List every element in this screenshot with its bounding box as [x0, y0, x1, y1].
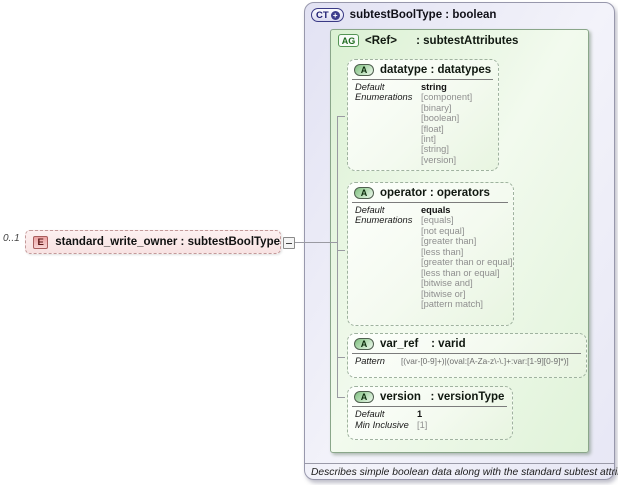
fact-label — [355, 247, 421, 257]
attribute-group-panel[interactable]: AG <Ref> : subtestAttributes A datatype … — [330, 29, 589, 453]
complex-type-icon-label: CT — [316, 9, 329, 21]
attribute-var-ref-header[interactable]: A var_ref : varid — [348, 334, 586, 350]
fact-value: [1] — [417, 420, 428, 430]
fact-label — [355, 236, 421, 246]
fact-value: [version] — [421, 154, 457, 165]
attribute-title: operator : operators — [380, 187, 490, 199]
collapse-toggle[interactable] — [283, 237, 295, 249]
attribute-facts: Default string Enumerations [component] … — [348, 80, 498, 165]
element-label: standard_write_owner : subtestBoolType — [55, 236, 280, 248]
fact-label: Default — [355, 205, 385, 215]
fact-value: [bitwise and] — [421, 278, 473, 289]
attribute-title: datatype : datatypes — [380, 64, 492, 76]
element-standard-write-owner[interactable]: E standard_write_owner : subtestBoolType — [25, 230, 281, 254]
attribute-group-icon: AG — [338, 34, 359, 47]
fact-label — [355, 134, 421, 144]
attribute-facts: Default equals Enumerations [equals] [no… — [348, 203, 513, 310]
attribute-icon: A — [354, 391, 374, 403]
fact-value: [less than or equal] — [421, 267, 500, 278]
fact-label — [355, 226, 421, 236]
plus-icon: + — [330, 10, 340, 20]
fact-value: [not equal] — [421, 225, 465, 236]
connector-stub-datatype — [337, 116, 345, 117]
fact-value: [greater than] — [421, 236, 477, 247]
connector-trunk — [337, 116, 338, 398]
fact-value: [equals] — [421, 215, 454, 226]
attribute-title: var_ref : varid — [380, 338, 466, 350]
fact-label: Enumerations — [355, 215, 413, 226]
fact-label — [355, 124, 421, 134]
fact-value: [(var-[0-9]+)|(oval:[A-Za-z\-\.]+:var:[1… — [401, 356, 569, 366]
fact-label — [355, 268, 421, 278]
fact-label: Min Inclusive — [355, 420, 409, 430]
fact-value: [binary] — [421, 102, 452, 113]
fact-label — [355, 155, 421, 165]
attribute-icon: A — [354, 187, 374, 199]
fact-label: Default — [355, 409, 385, 419]
attribute-group-header[interactable]: AG <Ref> : subtestAttributes — [338, 34, 518, 47]
fact-value: [string] — [421, 144, 449, 155]
cardinality-label: 0..1 — [3, 233, 20, 244]
complex-type-panel[interactable]: CT+ subtestBoolType : boolean AG <Ref> :… — [304, 2, 618, 480]
complex-type-icon: CT+ — [311, 8, 344, 22]
fact-label — [355, 289, 421, 299]
divider — [352, 79, 493, 80]
minus-icon — [286, 242, 292, 244]
attribute-datatype[interactable]: A datatype : datatypes Default string En… — [347, 59, 499, 171]
fact-label: Pattern — [355, 356, 385, 366]
divider — [352, 202, 508, 203]
fact-label: Enumerations — [355, 92, 413, 103]
complex-type-title: subtestBoolType : boolean — [349, 9, 497, 21]
fact-value: [int] — [421, 134, 436, 145]
attribute-operator-header[interactable]: A operator : operators — [348, 183, 513, 199]
connector-main — [295, 242, 337, 243]
fact-label — [355, 144, 421, 154]
attribute-facts: Pattern [(var-[0-9]+)|(oval:[A-Za-z\-\.]… — [348, 354, 586, 367]
fact-value: [component] — [421, 92, 473, 103]
attribute-datatype-header[interactable]: A datatype : datatypes — [348, 60, 498, 76]
connector-stub-var-ref — [337, 357, 345, 358]
attribute-facts: Default 1 Min Inclusive [1] — [348, 407, 512, 431]
fact-value: [pattern match] — [421, 299, 484, 310]
complex-type-header[interactable]: CT+ subtestBoolType : boolean — [311, 8, 496, 22]
divider — [352, 353, 581, 354]
element-icon: E — [33, 235, 49, 249]
connector-stub-operator — [337, 250, 345, 251]
fact-value: equals — [421, 205, 451, 215]
attribute-group-title: <Ref> : subtestAttributes — [365, 34, 519, 47]
connector-stub-version — [337, 397, 345, 398]
annotation-text: Describes simple boolean data along with… — [311, 467, 618, 478]
fact-value: [boolean] — [421, 113, 460, 124]
attribute-icon: A — [354, 338, 374, 350]
fact-value: string — [421, 82, 447, 92]
fact-value: [greater than or equal] — [421, 257, 513, 268]
fact-label — [355, 103, 421, 113]
attribute-operator[interactable]: A operator : operators Default equals En… — [347, 182, 514, 326]
fact-label: Default — [355, 82, 385, 92]
fact-value: [bitwise or] — [421, 288, 466, 299]
attribute-version[interactable]: A version : versionType Default 1 Min In… — [347, 386, 513, 440]
attribute-icon: A — [354, 64, 374, 76]
attribute-var-ref[interactable]: A var_ref : varid Pattern [(var-[0-9]+)|… — [347, 333, 587, 378]
divider — [352, 406, 507, 407]
annotation-divider — [305, 463, 614, 464]
fact-label — [355, 113, 421, 123]
fact-label — [355, 299, 421, 309]
fact-value: [float] — [421, 123, 444, 134]
attribute-title: version : versionType — [380, 391, 505, 403]
fact-label — [355, 278, 421, 288]
attribute-version-header[interactable]: A version : versionType — [348, 387, 512, 403]
fact-label — [355, 257, 421, 267]
fact-value: 1 — [417, 409, 423, 419]
fact-value: [less than] — [421, 246, 464, 257]
